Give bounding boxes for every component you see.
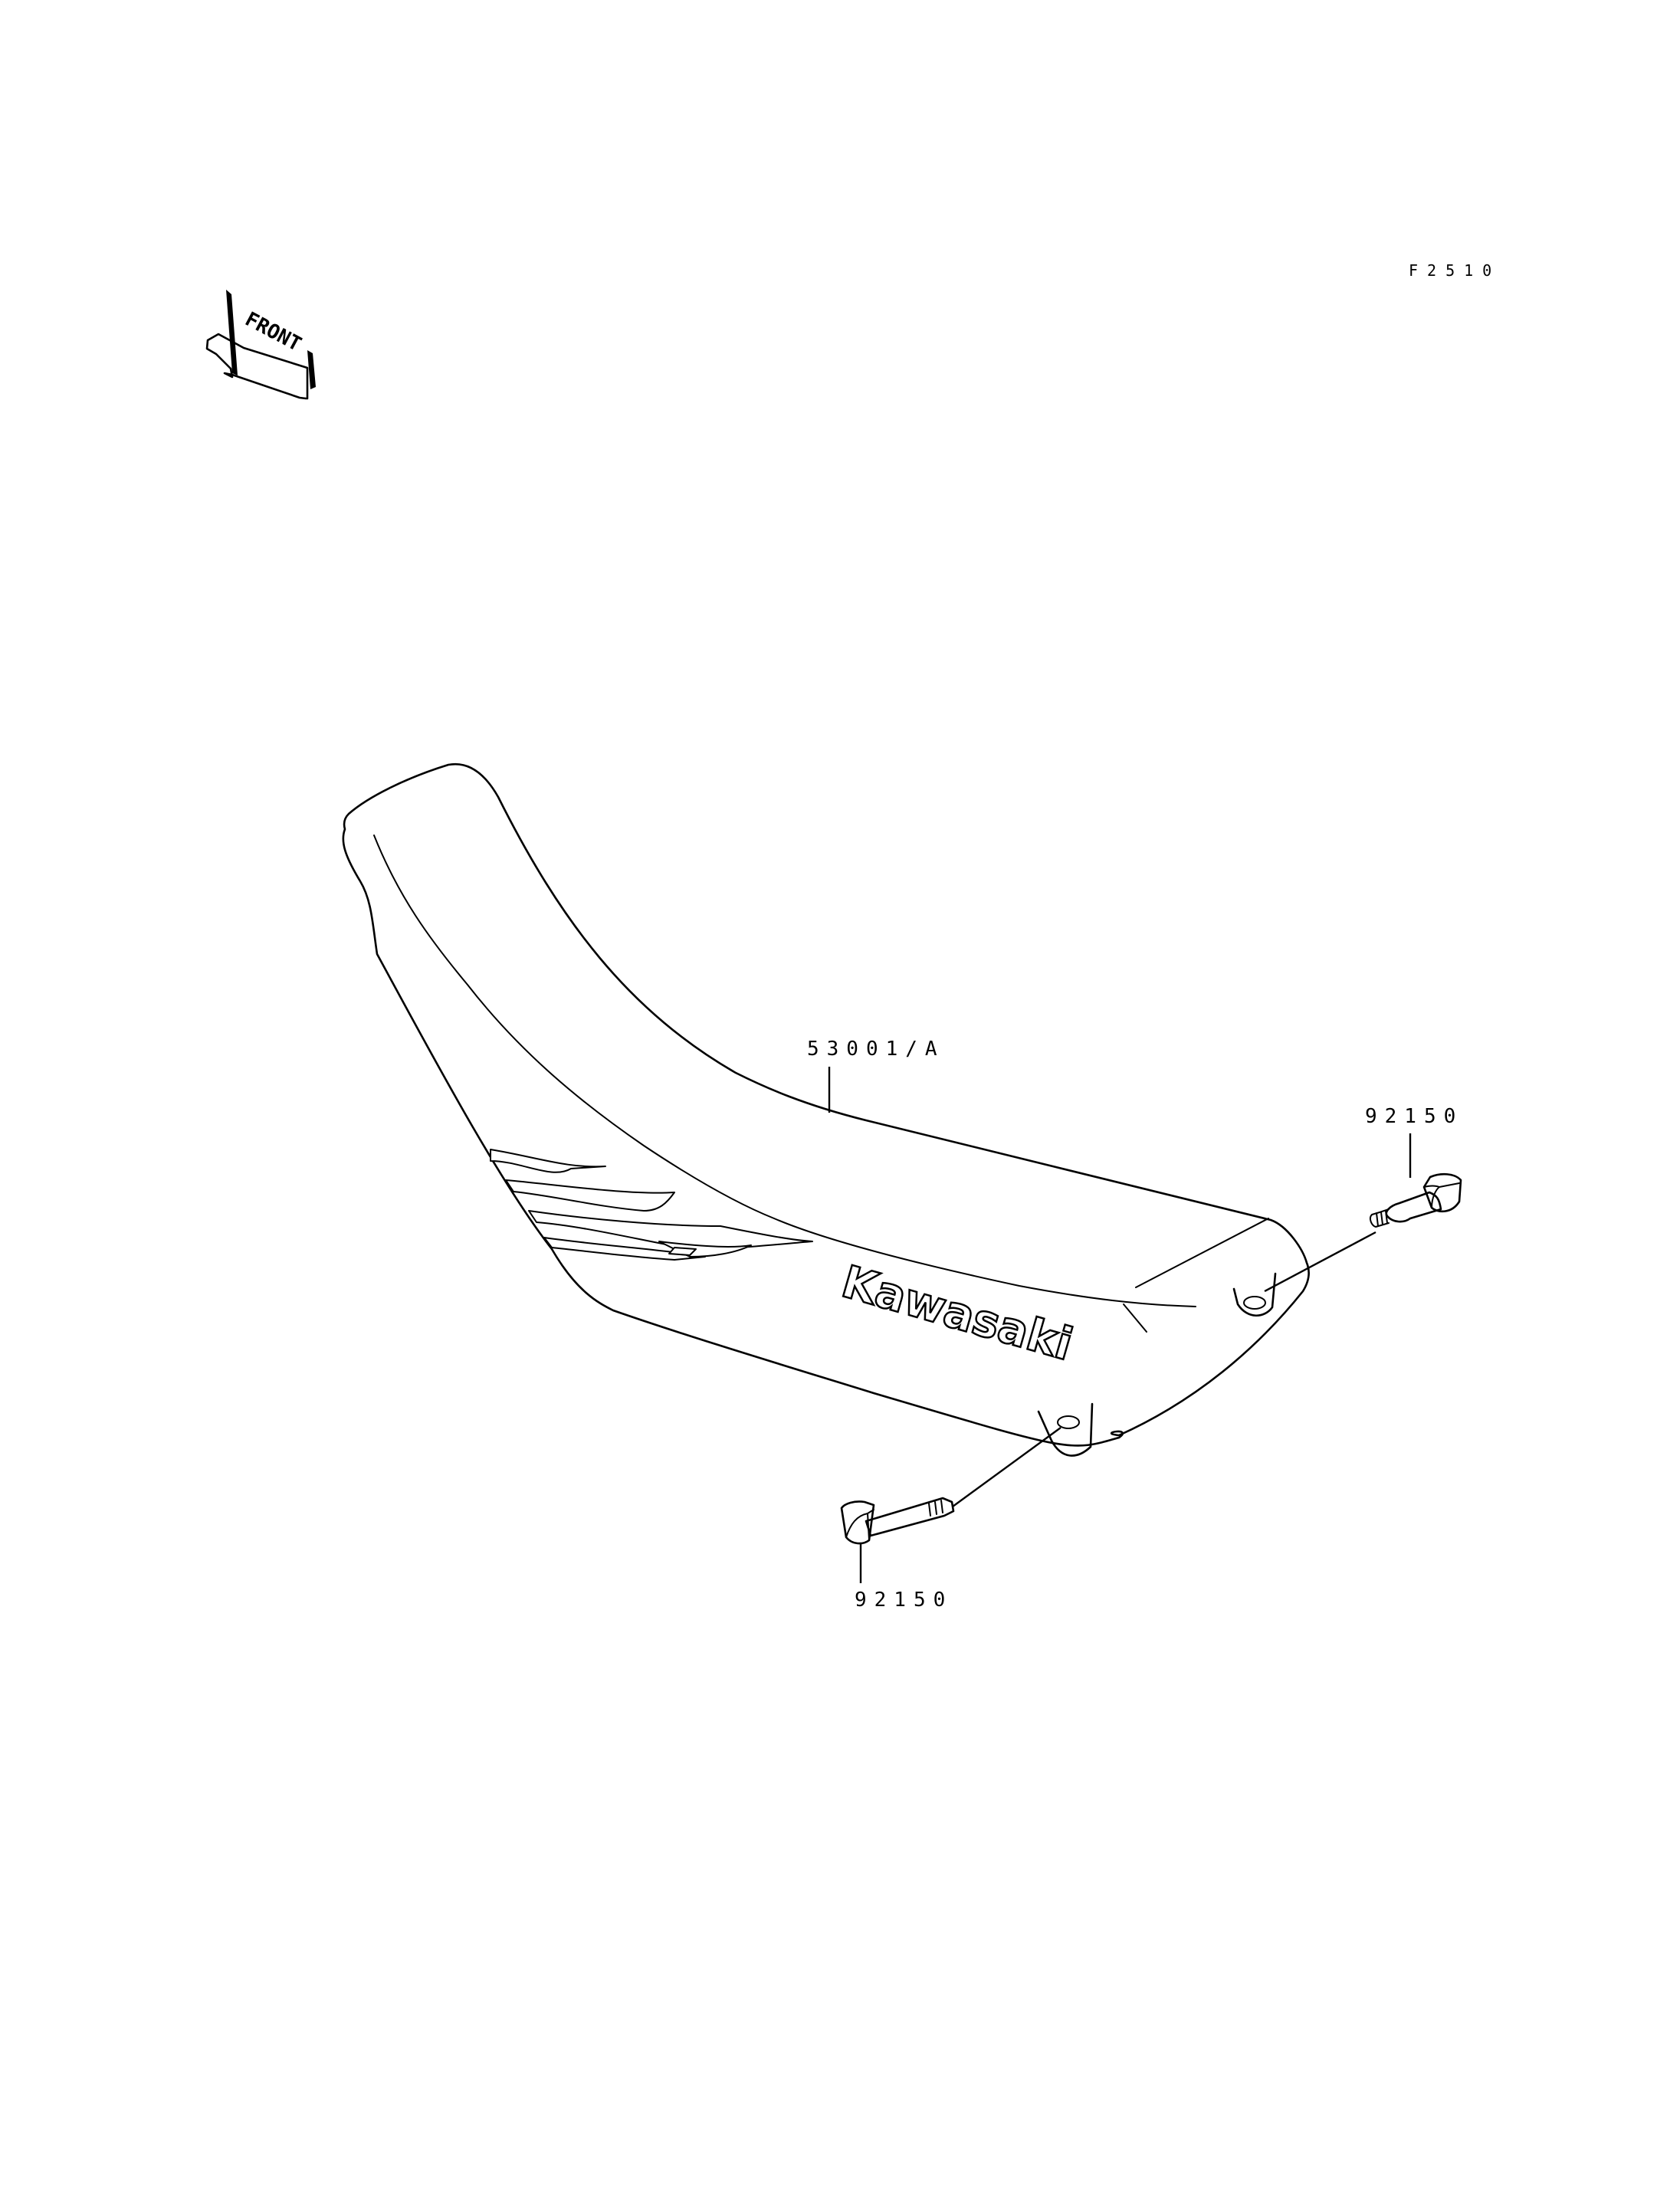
front-label: FRONT xyxy=(241,308,305,356)
front-arrow-icon: FRONT xyxy=(205,290,316,400)
bolt-bottom xyxy=(840,1497,955,1545)
seat-illustration: Kawasaki xyxy=(342,762,1311,1457)
part-number-bolt-bottom: 92150 xyxy=(855,1589,953,1612)
axis-bottom-bolt xyxy=(952,1427,1061,1507)
bolt-right xyxy=(1369,1172,1462,1228)
seat-graphics xyxy=(490,1149,813,1261)
part-number-seat: 53001/A xyxy=(807,1038,945,1061)
part-number-bolt-right: 92150 xyxy=(1365,1105,1463,1128)
axis-right-bolt xyxy=(1264,1231,1376,1293)
figure-number: F2510 xyxy=(1409,261,1501,280)
